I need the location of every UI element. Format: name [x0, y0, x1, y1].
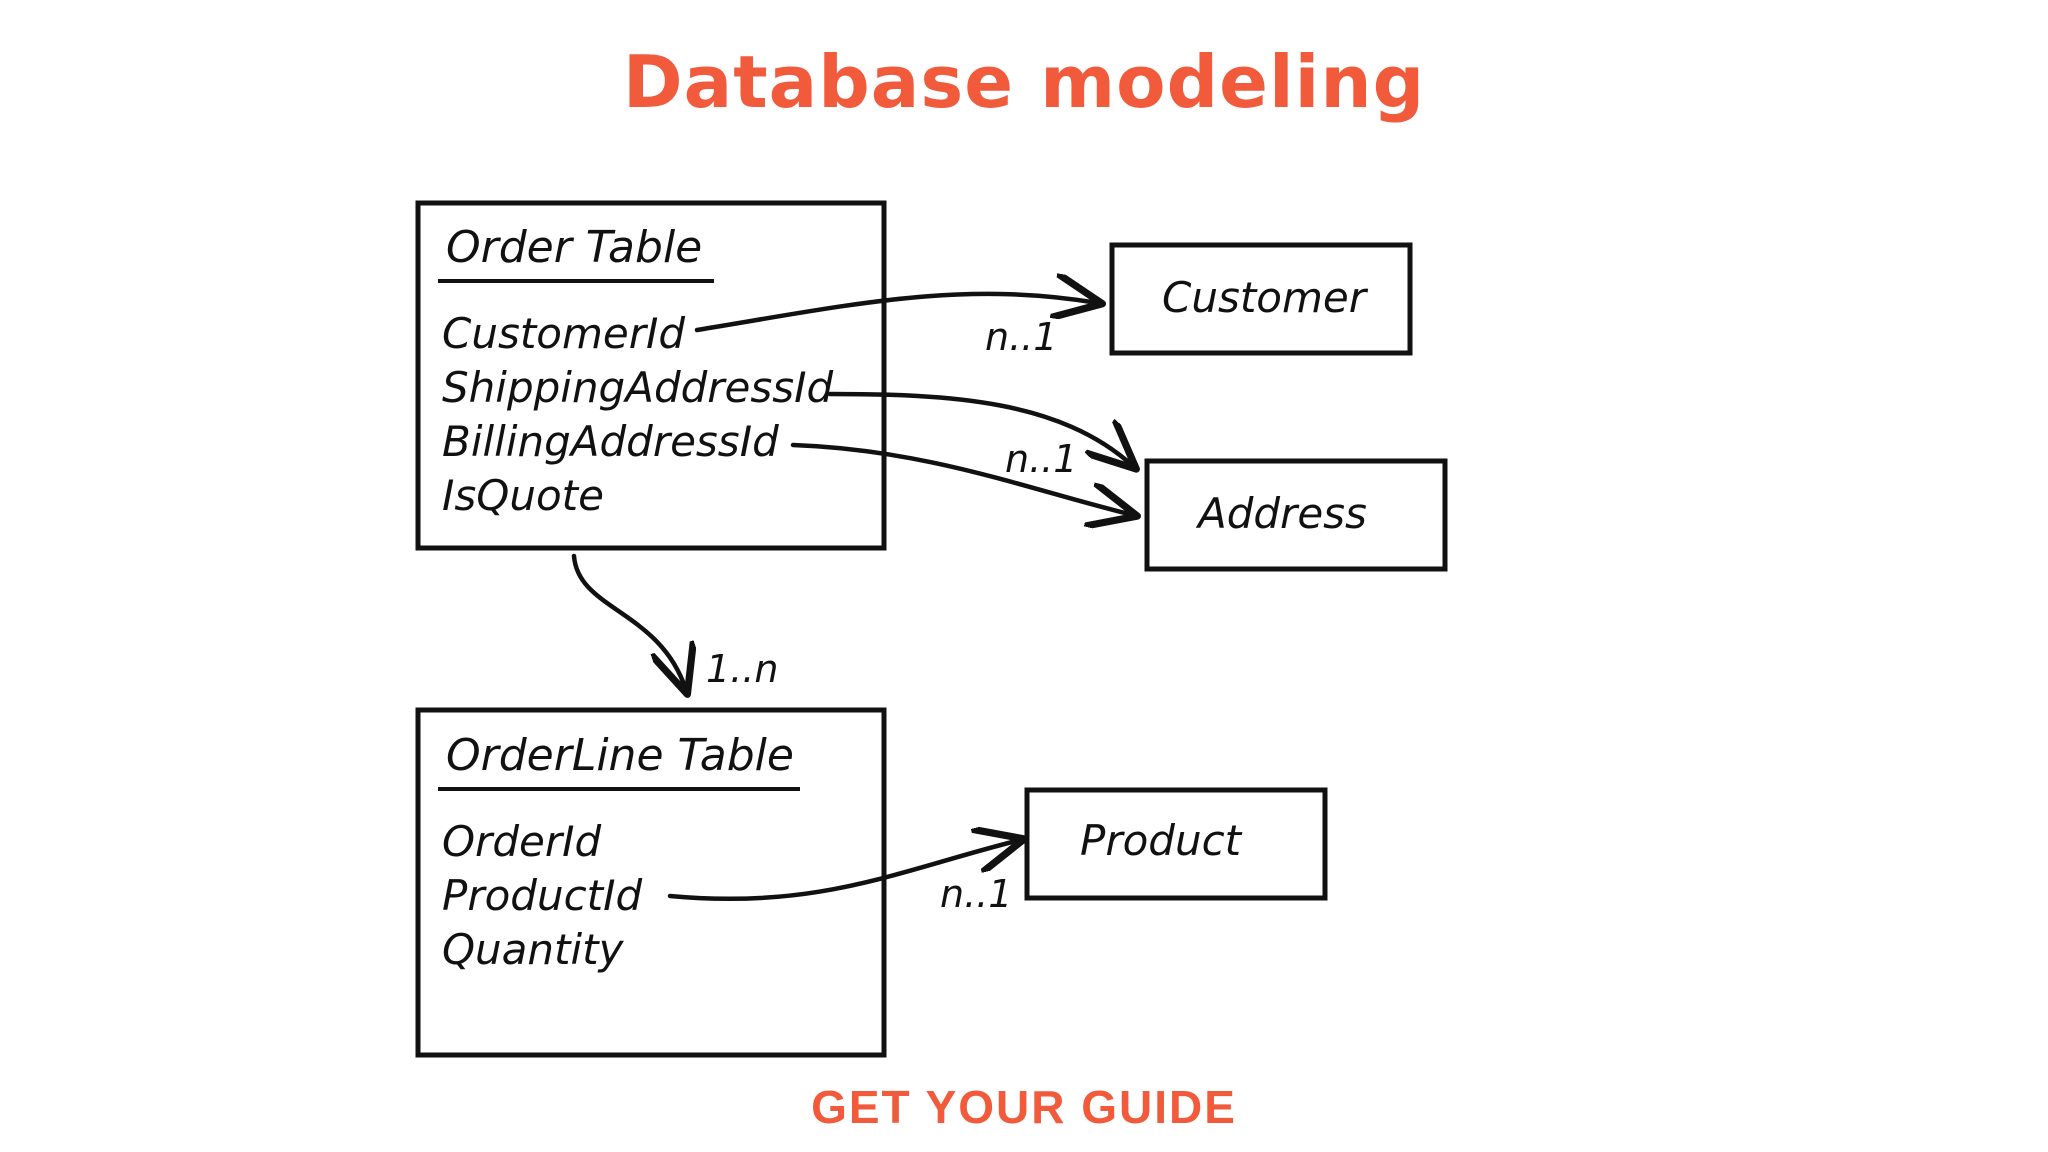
orderline-field-quantity: Quantity	[442, 925, 625, 974]
customer-box	[1109, 242, 1413, 356]
order-field-isquote: IsQuote	[442, 471, 604, 520]
order-field-customerid: CustomerId	[442, 309, 685, 358]
arrow-productid-to-product	[667, 840, 1020, 902]
product-label: Product	[1080, 816, 1243, 865]
orderline-table-box	[415, 707, 887, 1058]
order-table-box	[415, 200, 887, 551]
customer-entity: Customer	[1109, 242, 1413, 356]
page-title: Database modeling	[622, 40, 1426, 124]
cardinality-address: n..1	[1005, 437, 1077, 481]
cardinality-customer: n..1	[985, 315, 1057, 359]
orderline-table: OrderLine Table OrderId ProductId Quanti…	[415, 707, 887, 1058]
address-box	[1144, 458, 1448, 572]
order-field-shippingaddressid: ShippingAddressId	[442, 363, 834, 412]
product-entity: Product	[1024, 787, 1328, 901]
arrow-shippingaddressid-to-address	[827, 391, 1133, 466]
order-table: Order Table CustomerId ShippingAddressId…	[415, 200, 887, 551]
orderline-field-orderid: OrderId	[442, 817, 601, 866]
address-entity: Address	[1144, 458, 1448, 572]
arrow-billingaddressid-to-address	[790, 442, 1133, 515]
order-field-billingaddressid: BillingAddressId	[442, 417, 779, 466]
cardinality-product: n..1	[940, 872, 1012, 916]
cardinality-orderline: 1..n	[706, 647, 778, 691]
brand-logo: GET YOUR GUIDE	[811, 1081, 1237, 1133]
order-table-title: Order Table	[446, 222, 702, 273]
arrow-customerid-to-customer	[694, 294, 1098, 333]
customer-label: Customer	[1162, 273, 1369, 322]
arrow-order-to-orderline	[571, 553, 686, 690]
orderline-field-productid: ProductId	[442, 871, 643, 920]
product-box	[1024, 787, 1328, 901]
orderline-table-title: OrderLine Table	[446, 730, 794, 781]
address-label: Address	[1195, 489, 1367, 538]
